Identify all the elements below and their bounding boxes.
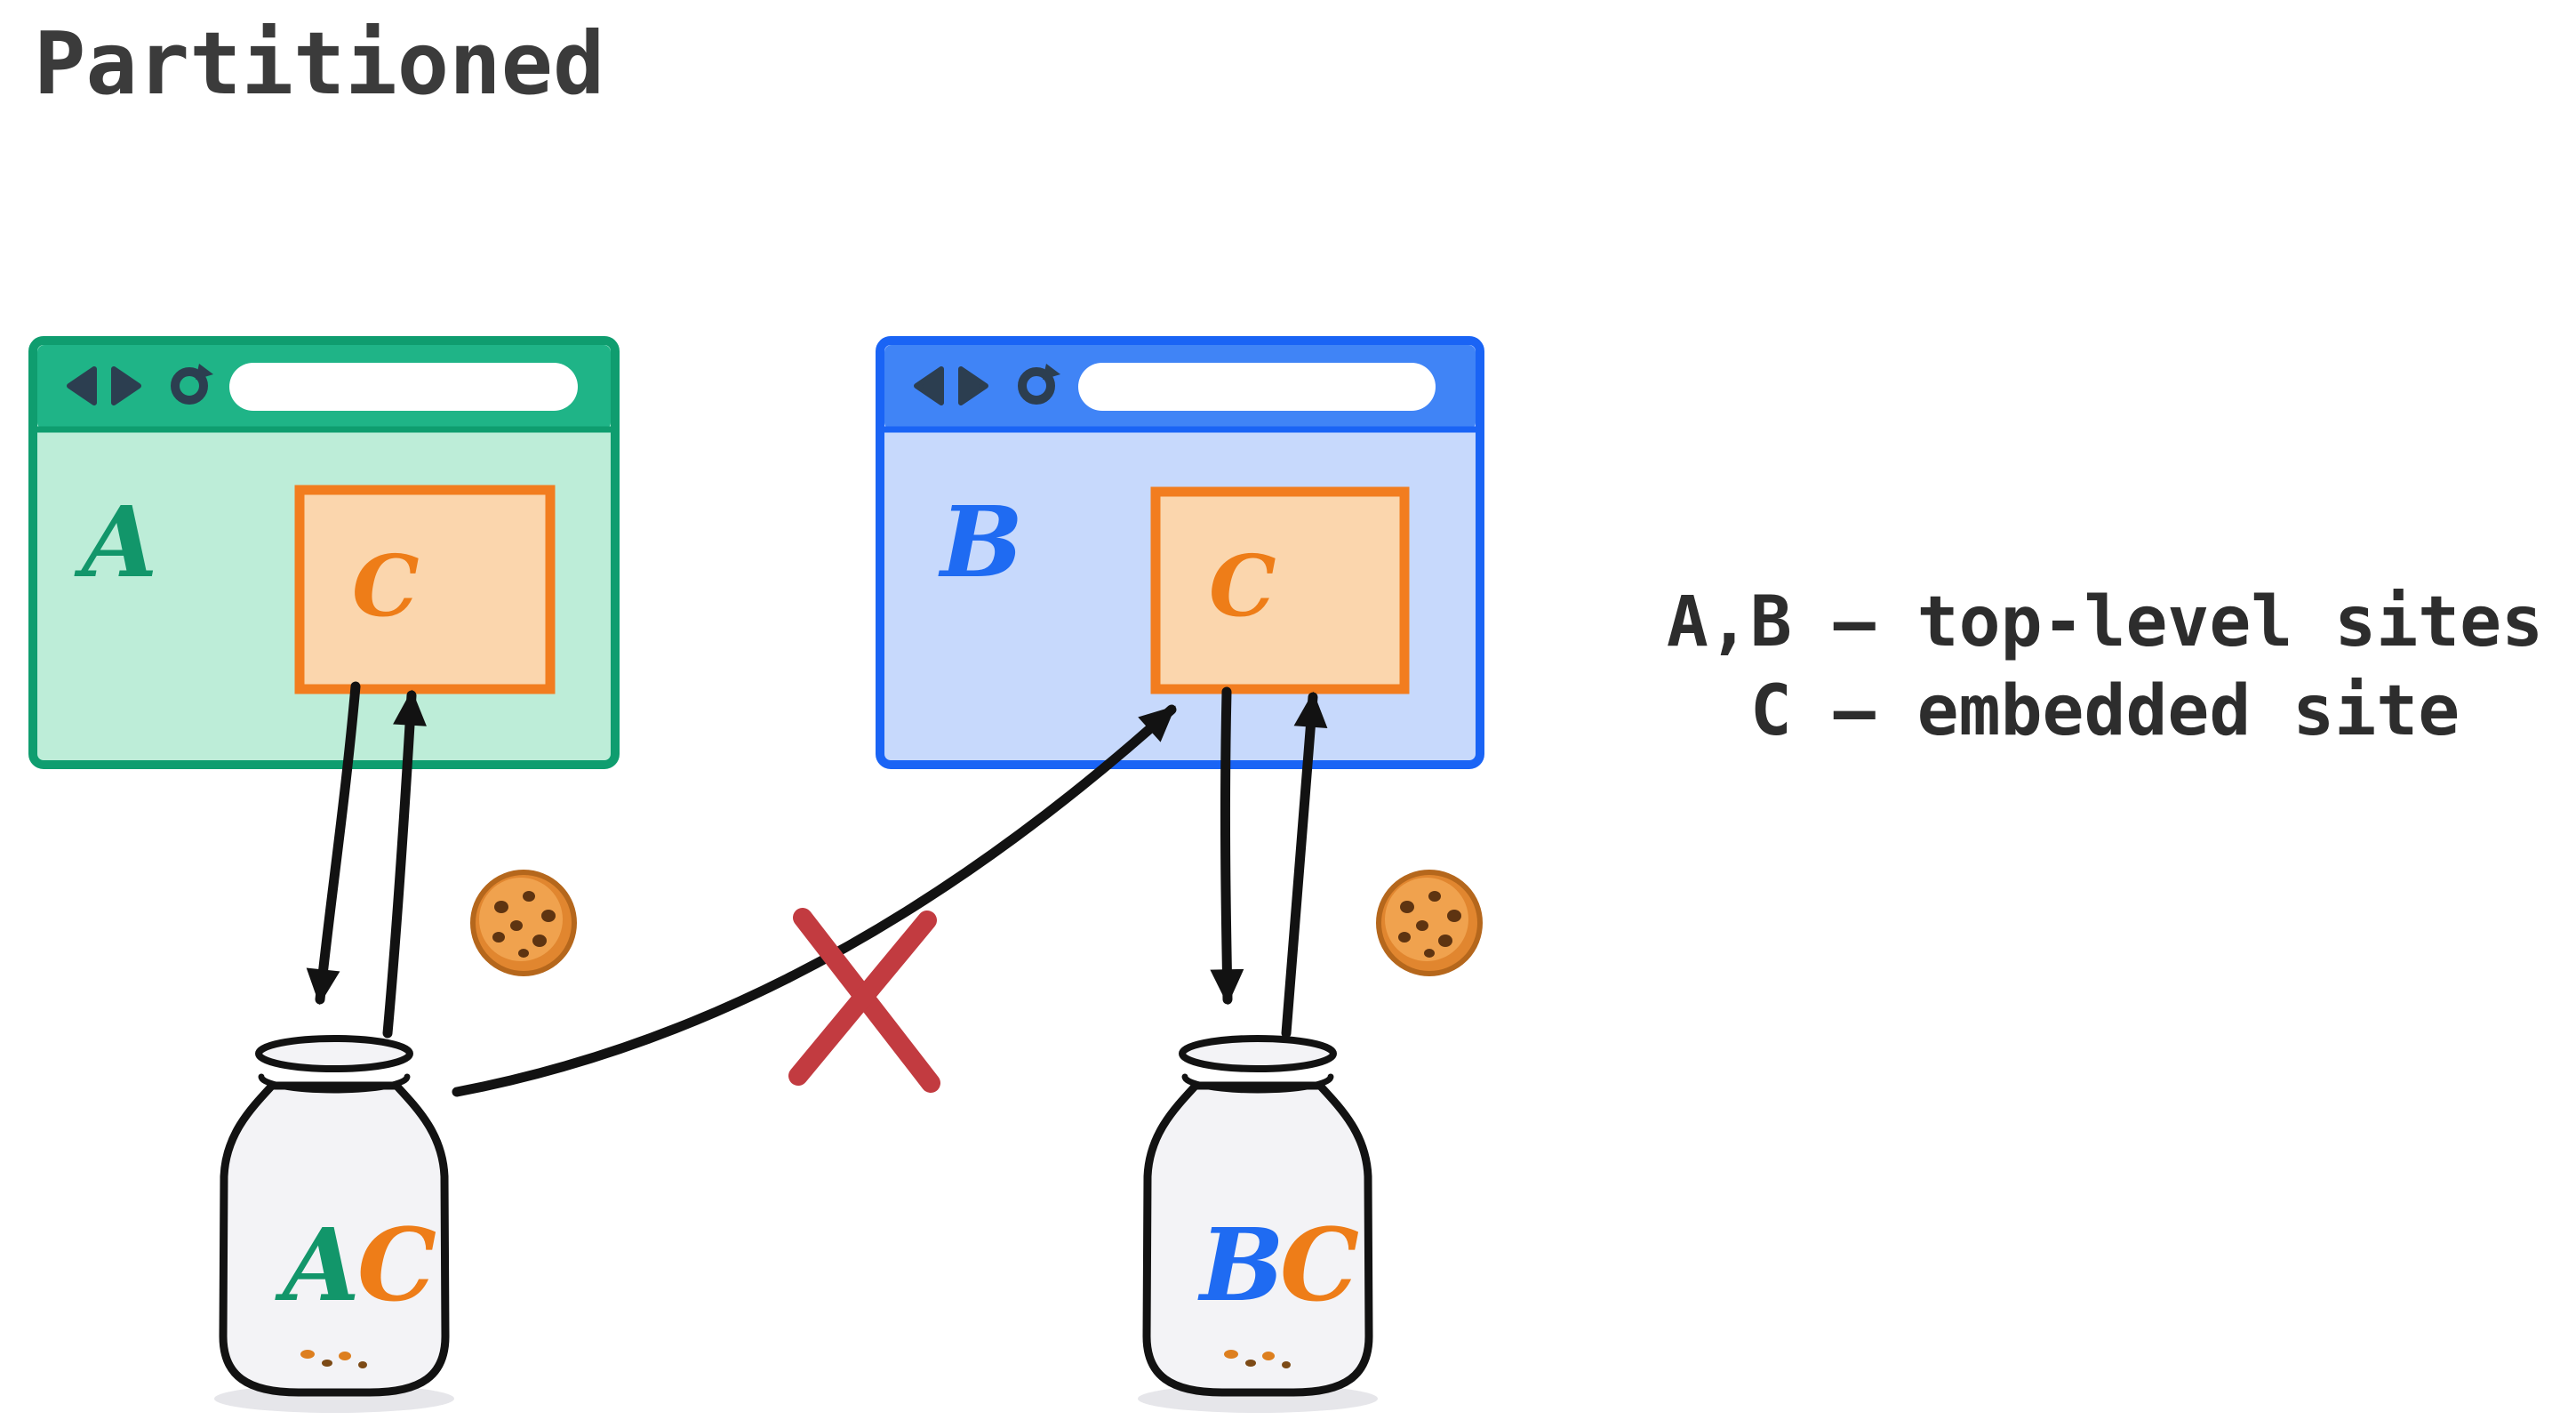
browser-window-a: A C (28, 336, 620, 769)
embedded-frame-a (294, 485, 556, 694)
cookie-icon-left (473, 872, 574, 974)
embedded-frame-b (1150, 486, 1410, 694)
jar-label-ac: A C (275, 1207, 436, 1324)
jar-bc-letter-b: B (1197, 1207, 1284, 1324)
page-title: Partitioned (34, 13, 604, 114)
reload-ring (1018, 367, 1055, 405)
reload-ring (171, 367, 208, 405)
legend: A,B – top-level sites C – embedded site (1667, 582, 2543, 751)
reload-tip (196, 364, 213, 380)
jar-ac-letter-c: C (357, 1207, 436, 1324)
arrow-blocked-cross-site (452, 704, 1177, 1097)
reload-tip (1043, 364, 1060, 380)
blocked-cross-icon (788, 908, 940, 1093)
arrows (306, 681, 1328, 1097)
forward-icon (958, 366, 988, 405)
window-a-frame (28, 336, 620, 769)
jar-label-bc: B C (1197, 1207, 1359, 1324)
legend-line-2: C – embedded site (1750, 671, 2460, 751)
embedded-site-label-b: C (1209, 537, 1276, 636)
window-b-frame (876, 336, 1484, 769)
jar-ac-letter-a: A (275, 1207, 360, 1324)
cross-stroke-2 (788, 911, 937, 1086)
site-a-label: A (74, 485, 157, 599)
reload-icon (171, 364, 213, 405)
arrow-b-to-jar-down (1210, 686, 1244, 1006)
legend-line-1: A,B – top-level sites (1667, 582, 2543, 662)
embedded-site-label-a: C (352, 537, 420, 636)
cookie-icon-right (1379, 872, 1480, 974)
arrow-jar-to-a-up (382, 689, 427, 1039)
arrow-jar-to-b-up (1281, 691, 1328, 1039)
reload-icon (1018, 364, 1060, 405)
browser-window-b: B C (876, 336, 1484, 769)
address-bar-a (229, 363, 578, 411)
address-bar-b (1078, 363, 1436, 411)
back-icon (914, 366, 944, 405)
site-b-label: B (938, 485, 1023, 599)
back-icon (67, 366, 97, 405)
jar-bc-letter-c: C (1280, 1207, 1359, 1324)
forward-icon (111, 366, 141, 405)
arrow-a-to-jar-down (306, 681, 361, 1006)
